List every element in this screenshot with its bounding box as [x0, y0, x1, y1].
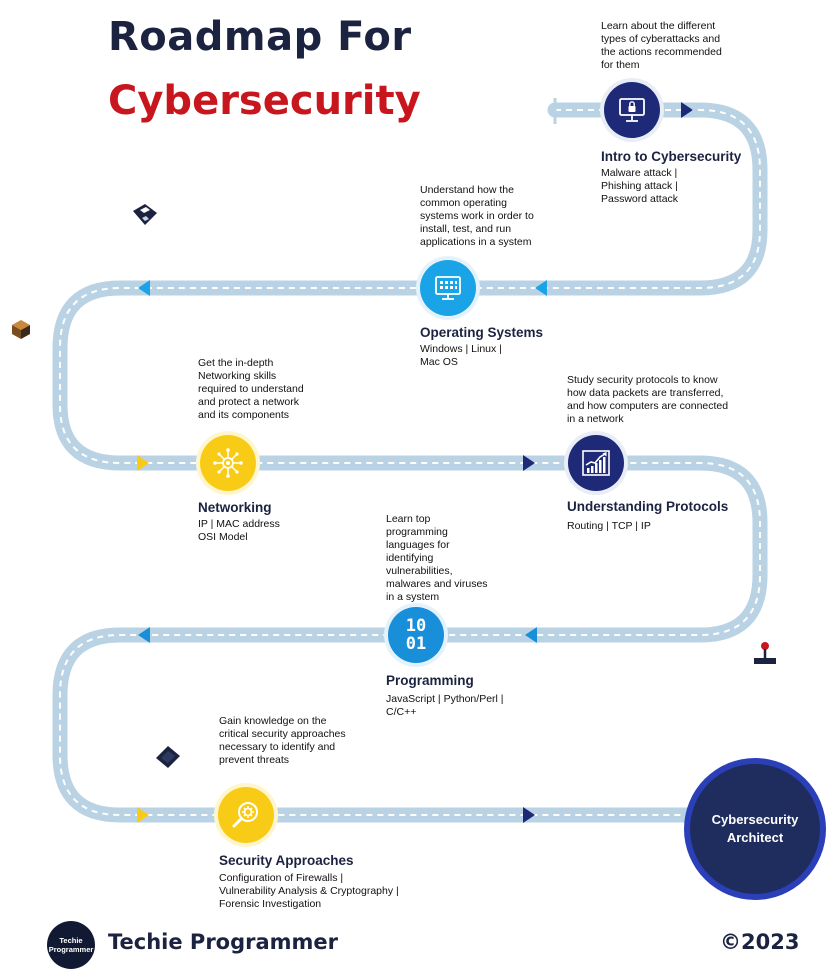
networking-description: Get the in-depth Networking skills requi…	[198, 357, 304, 421]
protocols-topics: Routing | TCP | IP	[567, 520, 651, 532]
protocols-node	[568, 435, 624, 491]
intro-node	[604, 82, 660, 138]
direction-arrows	[137, 102, 693, 823]
os-title: Operating Systems	[420, 325, 544, 340]
os-node	[420, 260, 476, 316]
programming-node: 10 01	[388, 607, 444, 663]
magnifier-gear-icon	[232, 802, 258, 828]
title-line-1: Roadmap For	[108, 14, 412, 60]
programming-topics: JavaScript | Python/Perl | C/C++	[386, 693, 504, 718]
joystick-icon	[754, 642, 776, 664]
networking-topics: IP | MAC address OSI Model	[198, 518, 280, 543]
programming-description: Learn top programming languages for iden…	[386, 513, 488, 603]
security-topics: Configuration of Firewalls | Vulnerabili…	[219, 872, 399, 910]
window-grid-icon	[435, 276, 461, 300]
brand-logo-text: Techie Programmer	[48, 936, 94, 954]
networking-title: Networking	[198, 500, 272, 515]
protocols-description: Study security protocols to know how dat…	[567, 374, 729, 425]
security-node	[218, 787, 274, 843]
brand-name: Techie Programmer	[108, 930, 339, 954]
cybersecurity-architect-badge: Cybersecurity Architect	[690, 764, 820, 894]
security-description: Gain knowledge on the critical security …	[219, 715, 346, 766]
os-topics: Windows | Linux | Mac OS	[420, 343, 502, 368]
programming-title: Programming	[386, 673, 474, 688]
cube-icon	[12, 320, 30, 339]
protocols-title: Understanding Protocols	[567, 499, 729, 514]
network-chip-icon	[213, 448, 243, 478]
security-title: Security Approaches	[219, 853, 354, 868]
monitor-lock-icon	[619, 98, 645, 122]
binary-icon: 10 01	[405, 616, 427, 654]
copyright: ©2023	[720, 930, 800, 954]
intro-description: Learn about the different types of cyber…	[601, 20, 722, 71]
os-description: Understand how the common operating syst…	[420, 184, 534, 248]
intro-title: Intro to Cybersecurity	[601, 149, 742, 164]
floppy-disk-icon	[133, 204, 157, 225]
brand-logo: Techie Programmer	[47, 921, 95, 969]
intro-topics: Malware attack | Phishing attack | Passw…	[601, 167, 679, 205]
networking-node	[200, 435, 256, 491]
rising-chart-icon	[582, 450, 610, 476]
architect-label: Cybersecurity Architect	[711, 812, 799, 845]
title-line-2: Cybersecurity	[108, 78, 421, 124]
laptop-icon	[156, 746, 180, 768]
